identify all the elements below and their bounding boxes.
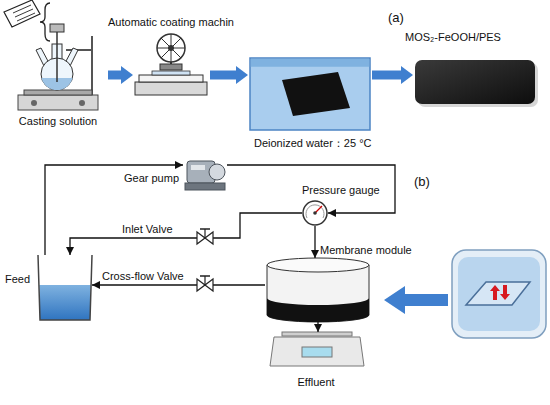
process-arrow — [108, 71, 121, 80]
pipe-line — [227, 165, 395, 213]
flow-arrow-down — [500, 285, 510, 300]
part-label: Cross-flow Valve — [102, 270, 184, 283]
node-label: MOS₂-FeOOH/PES — [405, 31, 501, 44]
clamp-arm — [66, 49, 92, 51]
hub — [168, 45, 174, 51]
apparatus-node: Pressure gauge — [302, 200, 328, 226]
valve-symbol — [197, 279, 213, 291]
module-body — [267, 265, 369, 322]
spoke — [161, 38, 181, 58]
membrane-frame — [466, 282, 530, 305]
apparatus-node: Effluent — [268, 332, 364, 368]
node-label: Deionized water：25 °C — [254, 137, 372, 150]
dial-wheel — [157, 34, 185, 62]
apparatus-node: Deionized water：25 °C — [248, 55, 372, 132]
pipe-line — [92, 284, 265, 285]
pipe-line — [70, 213, 302, 255]
part-label: Inlet Valve — [122, 223, 173, 236]
apparatus-node: Casting solution — [8, 30, 108, 128]
valve-symbol — [197, 232, 213, 244]
process-arrow — [210, 71, 236, 80]
node-label: Effluent — [297, 376, 334, 389]
node-label: Membrane module — [320, 244, 412, 257]
knob — [31, 100, 37, 106]
machine-plate — [139, 75, 203, 82]
block-arrow — [384, 286, 448, 314]
node-label: Pressure gauge — [302, 184, 380, 197]
apparatus-node: Membrane module — [265, 258, 372, 322]
process-arrow — [372, 71, 401, 80]
node-label: Gear pump — [124, 172, 179, 185]
clamp-stand — [91, 36, 93, 96]
module-membrane — [267, 298, 369, 322]
brace — [40, 3, 50, 41]
balance-display — [302, 347, 332, 357]
machine-base — [135, 82, 207, 95]
node-label: Feed — [5, 273, 30, 286]
bath-rim — [251, 59, 370, 67]
panel-label: (b) — [414, 174, 430, 189]
hotplate — [18, 95, 98, 110]
gauge-dial — [303, 201, 327, 225]
beaker — [38, 255, 92, 320]
knob — [79, 100, 85, 106]
water-bath — [250, 58, 370, 130]
pump-head — [209, 164, 225, 180]
pump-base — [185, 183, 225, 190]
valve-handle — [200, 228, 210, 230]
stirrer-motor — [50, 24, 64, 32]
slide-line — [13, 5, 31, 13]
gauge-hub — [313, 211, 317, 215]
hotplate-top — [24, 90, 92, 95]
valve-stem — [204, 276, 205, 285]
slide-line — [17, 13, 35, 21]
pipe-line — [314, 226, 315, 258]
apparatus-node: MOS₂-FeOOH/PES — [413, 58, 537, 108]
apparatus-node: Automatic coating machin — [133, 30, 210, 98]
valve-stem — [204, 229, 205, 238]
pipe-line — [317, 322, 318, 332]
apparatus-node: Feed — [3, 255, 92, 322]
slide-line — [15, 9, 33, 17]
stirrer-rod — [56, 30, 58, 82]
node-label: Casting solution — [19, 115, 97, 128]
panel-label: (a) — [388, 10, 404, 25]
basin-water — [458, 257, 540, 331]
valve-handle — [200, 275, 210, 277]
balance-body — [270, 337, 364, 366]
pump-panel — [191, 165, 205, 170]
balance-pan — [282, 332, 352, 336]
cast-film — [152, 71, 190, 75]
membrane-sheet — [415, 60, 535, 104]
feed-liquid — [39, 285, 90, 320]
flow-arrow-up — [490, 285, 500, 300]
applicator — [160, 64, 182, 70]
basin — [452, 250, 546, 338]
node-label: Automatic coating machin — [108, 16, 234, 29]
pipe-line — [45, 165, 183, 255]
immersed-membrane — [282, 72, 350, 116]
module-lid — [267, 258, 369, 272]
gauge-scale — [306, 205, 324, 218]
apparatus-node: Gear pump — [183, 158, 227, 197]
glass-slide — [4, 0, 40, 27]
spoke — [161, 38, 181, 58]
